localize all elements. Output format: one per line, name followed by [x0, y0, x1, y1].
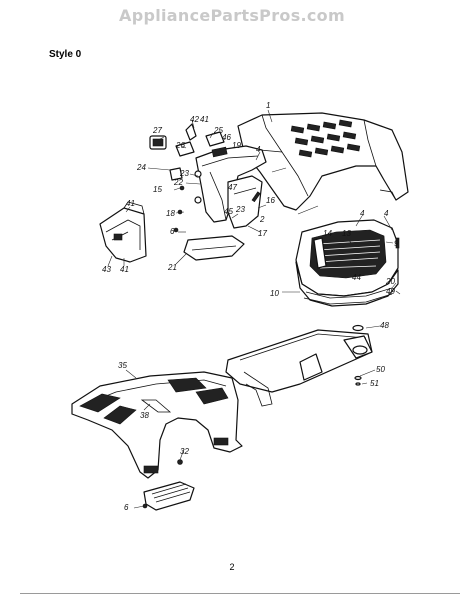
callout-45: 45 [224, 207, 233, 216]
style-label: Style 0 [49, 49, 82, 60]
callout-43: 43 [102, 265, 111, 274]
watermark: AppliancePartsPros.com [119, 6, 345, 25]
callout-9: 9 [394, 239, 399, 248]
callout-23a: 23 [179, 169, 189, 178]
callout-20: 20 [385, 277, 395, 286]
callout-41b: 41 [126, 199, 135, 208]
callout-10: 10 [270, 289, 279, 298]
callout-38: 38 [140, 411, 149, 420]
fender-icon[interactable] [71, 371, 243, 479]
callout-4c: 4 [384, 209, 389, 218]
callout-49: 49 [386, 287, 395, 296]
bracket-icon[interactable] [99, 201, 147, 263]
hardware-group [149, 123, 400, 249]
callout-6b: 6 [124, 503, 129, 512]
leader-lines [107, 109, 401, 509]
callout-4a: 4 [256, 145, 261, 154]
callout-21: 21 [167, 263, 177, 272]
callout-13: 13 [342, 229, 351, 238]
callout-46: 46 [222, 133, 231, 142]
step-plate-icon[interactable] [142, 459, 195, 511]
callout-41a: 41 [200, 115, 209, 124]
callout-19: 19 [232, 141, 241, 150]
page-number: 2 [229, 562, 235, 572]
callout-18: 18 [166, 209, 175, 218]
callout-4b: 4 [360, 209, 365, 218]
callout-42: 42 [190, 115, 199, 124]
callout-16: 16 [266, 196, 275, 205]
base-plate-icon[interactable] [183, 235, 245, 261]
callout-14: 14 [323, 229, 332, 238]
callout-50: 50 [376, 365, 385, 374]
callout-22: 22 [173, 178, 183, 187]
callout-47: 47 [228, 183, 237, 192]
frame-icon[interactable] [225, 324, 373, 407]
callout-32: 32 [180, 447, 189, 456]
callout-41c: 41 [120, 265, 129, 274]
callout-51: 51 [370, 379, 379, 388]
callout-27: 27 [152, 126, 162, 135]
callout-35: 35 [118, 361, 127, 370]
hood-icon[interactable] [237, 112, 409, 211]
callout-23b: 23 [235, 205, 245, 214]
callout-labels: 1 2 4 4 4 6 6 9 10 13 14 15 16 17 18 19 … [102, 101, 399, 512]
callout-26: 26 [175, 141, 185, 150]
callout-2: 2 [259, 215, 265, 224]
bottom-rule [20, 593, 460, 594]
callout-1: 1 [266, 101, 270, 110]
callout-24: 24 [136, 163, 146, 172]
callout-48: 48 [380, 321, 389, 330]
callout-44: 44 [352, 273, 361, 282]
callout-25: 25 [213, 126, 223, 135]
callout-6a: 6 [170, 227, 175, 236]
grille-icon[interactable] [295, 219, 399, 307]
callout-15: 15 [153, 185, 162, 194]
callout-17: 17 [258, 229, 267, 238]
